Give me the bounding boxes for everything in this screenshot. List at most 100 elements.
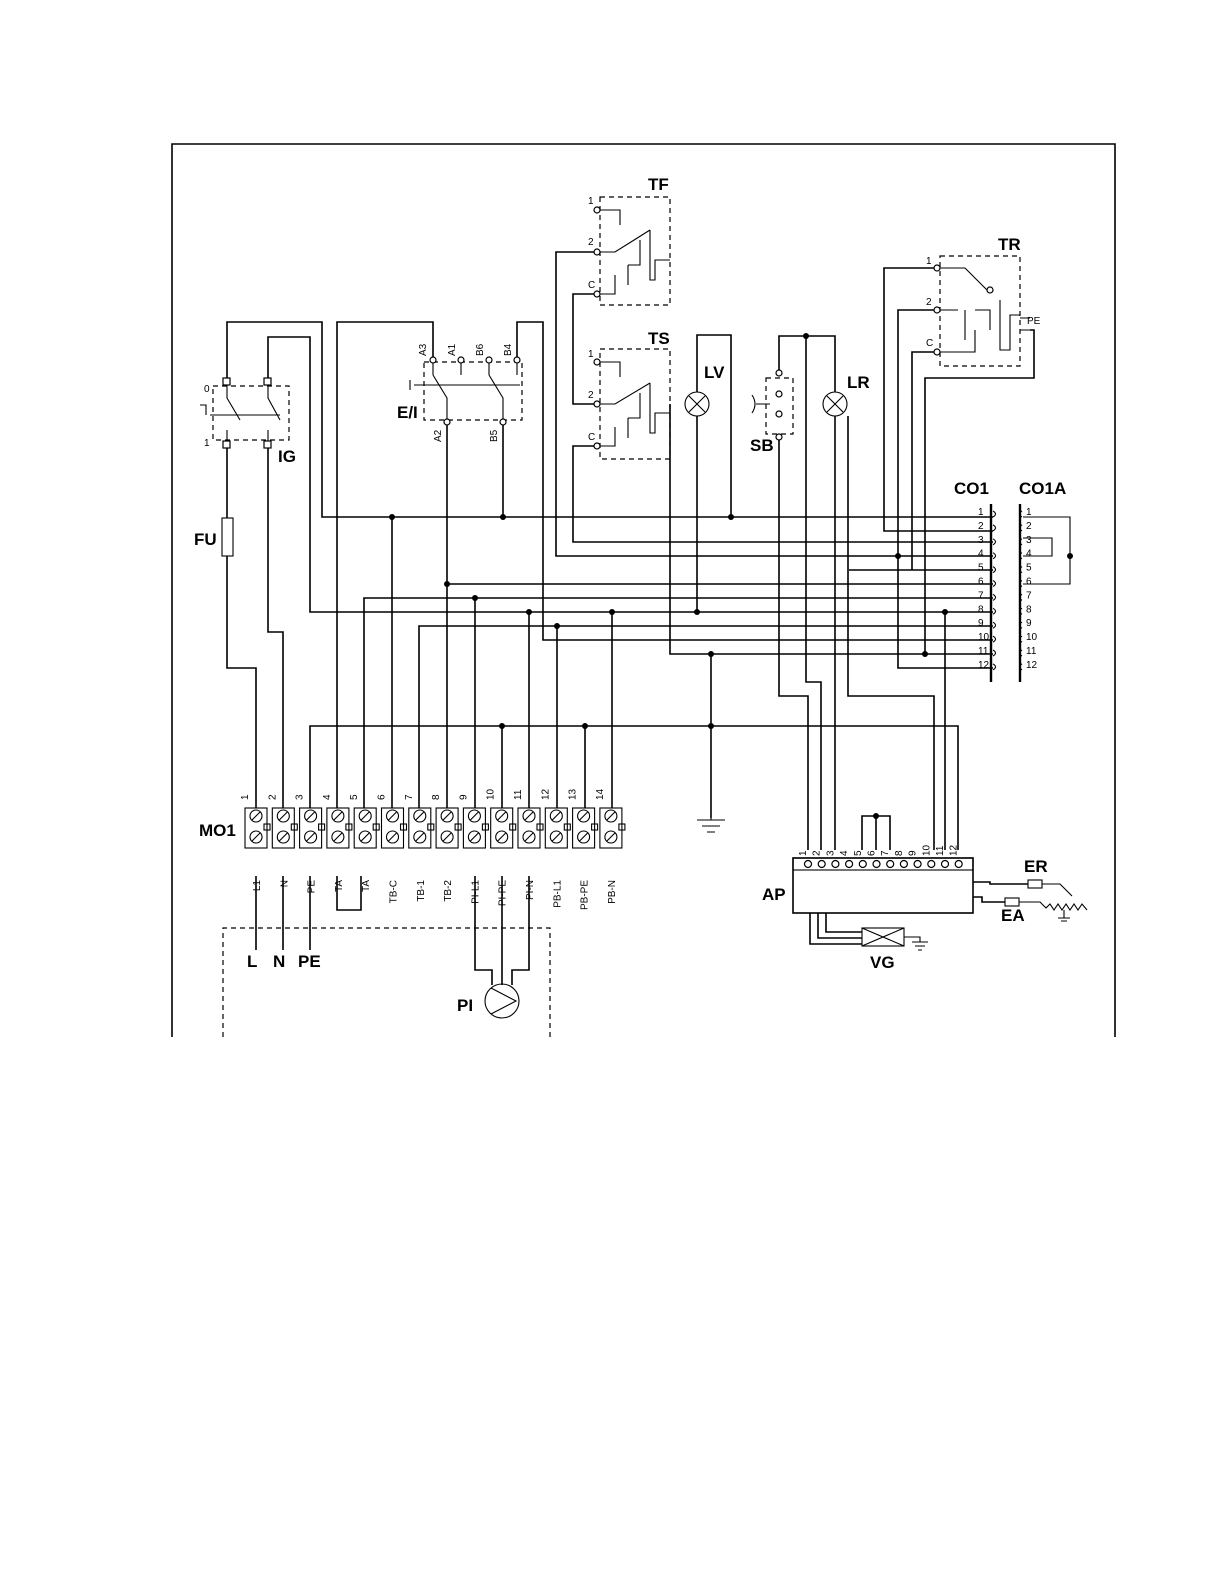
terminal-number: 3	[295, 794, 306, 800]
co1a-pin-label: 12	[1026, 660, 1038, 671]
supply-l-label: L	[247, 952, 257, 971]
co1-pin-label: 6	[978, 577, 984, 588]
terminal-number: 1	[240, 794, 251, 800]
co1a-pin-contact	[1018, 621, 1023, 629]
supply-n-label: N	[273, 952, 285, 971]
co1-pin-label: 1	[978, 507, 984, 518]
co1a-pin-contact	[1018, 580, 1023, 587]
tr-pin-1-label: 1	[926, 256, 932, 267]
pi-label: PI	[457, 996, 473, 1015]
co1a-pin-label: 6	[1026, 577, 1032, 588]
ei-pin-a2-label: A2	[433, 429, 444, 442]
ei-pin-b4-label: B4	[503, 343, 514, 356]
ig-pin-0-label: 0	[204, 384, 210, 395]
ap-pin-label: 2	[812, 850, 823, 856]
ap-pin-label: 3	[825, 850, 836, 856]
co1a-label: CO1A	[1019, 479, 1066, 498]
terminal-screw-icon	[604, 830, 618, 844]
co1-pin-contact	[992, 635, 997, 643]
terminal-number: 6	[377, 794, 388, 800]
tr-pin-2-label: 2	[926, 297, 932, 308]
terminal-number: 9	[458, 794, 469, 800]
terminal-screw-icon	[440, 830, 454, 844]
ap-pin-label: 9	[908, 850, 919, 856]
terminal-number: 7	[404, 794, 415, 800]
co1-pin-label: 9	[978, 618, 984, 629]
ap-pin	[858, 859, 867, 869]
co1-pin-label: 4	[978, 549, 984, 560]
terminal-screw-icon	[304, 809, 318, 823]
er-electrode: ER	[973, 857, 1073, 897]
ap-pin	[954, 859, 963, 869]
terminal-screw-icon	[249, 830, 263, 844]
co1a-pin-label: 9	[1026, 618, 1032, 629]
terminal-screw-icon	[276, 830, 290, 844]
co1-pin-label: 2	[978, 521, 984, 532]
terminal-label: TB-2	[443, 880, 454, 902]
tr-pin-c-label: C	[926, 338, 933, 349]
supply-area: L N PE	[222, 876, 551, 1037]
terminal-screw-icon	[385, 809, 400, 823]
ea-electrode: EA	[973, 896, 1088, 925]
terminal-screw-icon	[413, 809, 427, 823]
ap-pin-label: 11	[935, 845, 946, 856]
mo1-terminal-block: MO1 1L12N3PE4TA5TA6TB-C7TB-18TB-29PI-L11…	[199, 788, 626, 910]
terminal-body	[326, 807, 350, 849]
co1-pin-label: 12	[978, 660, 990, 671]
ap-pin	[872, 859, 881, 869]
co1-pin-contact	[992, 510, 997, 518]
co1-pin-contact	[992, 524, 997, 532]
pi-pump: PI	[457, 983, 520, 1019]
terminal-label: TB-C	[389, 880, 400, 903]
ap-pin	[886, 859, 895, 869]
er-label: ER	[1024, 857, 1048, 876]
ig-label: IG	[278, 447, 296, 466]
tf-label: TF	[648, 175, 669, 194]
co1a-pin-label: 4	[1026, 549, 1032, 560]
sb-push-button: SB	[750, 369, 794, 455]
terminal-body	[244, 807, 268, 849]
terminal-screw-icon	[249, 809, 263, 823]
terminal-label: PB-PE	[580, 880, 591, 910]
ap-pin	[844, 859, 854, 869]
lr-lamp: LR	[822, 373, 870, 417]
terminal-number: 10	[486, 788, 497, 800]
mo1-label: MO1	[199, 821, 236, 840]
ei-pin-b5-label: B5	[489, 429, 500, 442]
co1a-pin-label: 3	[1026, 535, 1032, 546]
terminal-screw-icon	[549, 809, 563, 823]
terminal-screw-icon	[358, 809, 372, 823]
ea-label: EA	[1001, 906, 1025, 925]
terminal-screw-icon	[495, 809, 509, 823]
terminal-label: PB-L1	[552, 880, 563, 908]
co1-pin-label: 7	[978, 590, 984, 601]
co1a-pin-contact	[1018, 510, 1023, 518]
co1-pin-contact	[992, 621, 997, 629]
ap-pin	[940, 859, 950, 869]
co1-pin-contact	[992, 649, 997, 657]
co1a-pin-label: 10	[1026, 632, 1038, 643]
ap-pin-label: 12	[949, 844, 960, 856]
co1a-pin-contact	[1018, 635, 1023, 643]
ig-pin-1-label: 1	[204, 438, 210, 449]
terminal-screw-icon	[604, 809, 618, 823]
tr-thermostat: TR 1 2 C PE	[926, 235, 1041, 367]
co1-pin-label: 11	[978, 646, 989, 657]
terminal-number: 12	[540, 788, 551, 800]
vg-gas-valve: VG	[809, 913, 928, 972]
lv-label: LV	[704, 363, 725, 382]
ap-pin-label: 1	[798, 850, 809, 856]
tf-pin-1-label: 1	[588, 196, 594, 207]
ei-pin-a1-label: A1	[447, 343, 458, 356]
co1a-pin-label: 2	[1026, 521, 1032, 532]
terminal-screw-icon	[440, 809, 454, 823]
terminal-screw-icon	[385, 830, 400, 844]
terminal-body	[299, 807, 323, 849]
terminal-label: PI-L1	[470, 880, 481, 904]
terminal-number: 13	[568, 788, 579, 800]
ap-pin-label: 4	[839, 850, 850, 856]
ap-pin-label: 8	[894, 850, 905, 856]
ap-pin-label: 10	[921, 844, 932, 856]
co1a-pin-contact	[1018, 566, 1023, 574]
vg-label: VG	[870, 953, 895, 972]
